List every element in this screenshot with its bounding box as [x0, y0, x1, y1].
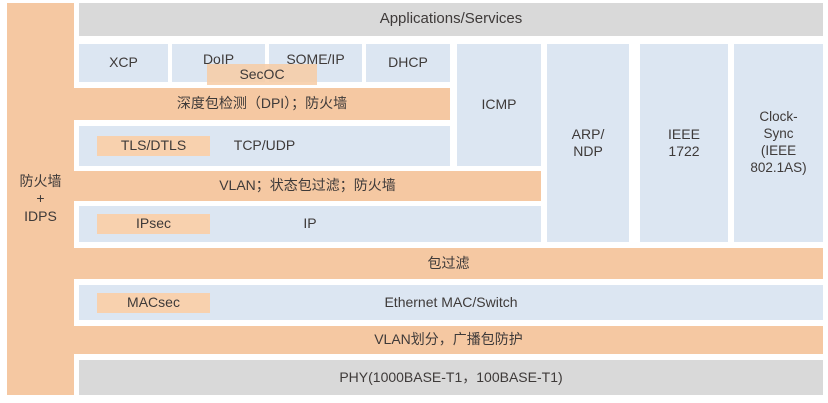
vlan-stateful-filter-layer: VLAN；状态包过滤；防火墙	[74, 171, 541, 201]
ieee1722-column: IEEE 1722	[640, 44, 728, 242]
vlan-partition-layer: VLAN划分，广播包防护	[74, 326, 823, 354]
xcp-box: XCP	[79, 44, 168, 82]
macsec-box: MACsec	[97, 293, 210, 313]
ethernet-mac-switch-layer: Ethernet MAC/Switch	[79, 285, 823, 320]
dhcp-box: DHCP	[366, 44, 450, 82]
applications-services-layer: Applications/Services	[79, 3, 823, 36]
dpi-firewall-layer: 深度包检测（DPI）；防火墙	[74, 88, 450, 120]
icmp-column: ICMP	[457, 44, 541, 166]
firewall-idps-bar: 防火墙 + IDPS	[7, 3, 74, 395]
secoc-overlay: SecOC	[207, 64, 317, 85]
phy-layer: PHY(1000BASE-T1，100BASE-T1)	[79, 360, 823, 395]
arp-ndp-column: ARP/ NDP	[547, 44, 629, 242]
clock-sync-column: Clock- Sync (IEEE 802.1AS)	[734, 44, 823, 242]
ipsec-box: IPsec	[97, 214, 210, 234]
packet-filter-layer: 包过滤	[74, 248, 823, 279]
tls-dtls-box: TLS/DTLS	[97, 136, 210, 156]
